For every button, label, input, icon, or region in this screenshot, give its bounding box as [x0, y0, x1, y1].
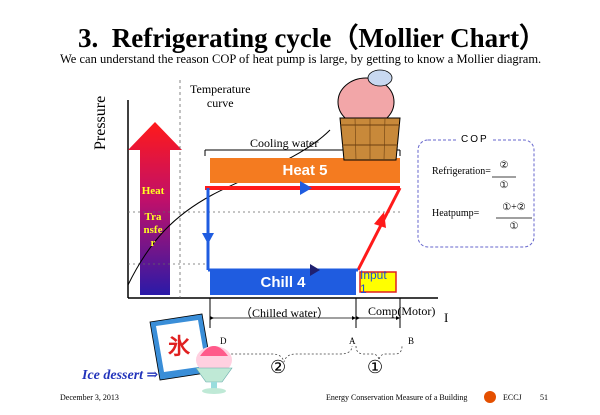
eccj-logo-icon — [484, 391, 496, 403]
heat-box-label: Heat 5 — [282, 162, 328, 179]
temperature-curve — [127, 129, 331, 286]
segment-label-one: ① — [367, 357, 384, 377]
footer-date: December 3, 2013 — [60, 393, 119, 402]
heat-transfer-line: Heat — [141, 185, 165, 197]
heat-transfer-line: Tra — [144, 211, 162, 223]
input-box-label: Input 1 — [360, 268, 387, 296]
temperature-curve-label: Temperature curve — [190, 82, 250, 110]
point-label-a: A — [349, 336, 356, 346]
cooling-water-label: Cooling water — [250, 136, 319, 150]
cop-refrigeration-denominator: ① — [499, 180, 509, 191]
point-label-b: B — [408, 336, 415, 346]
chill-box — [210, 270, 356, 295]
cop-refrigeration-numerator: ② — [499, 160, 509, 171]
segment-label-two: ② — [270, 357, 287, 377]
ice-dessert-text: Ice dessert — [82, 368, 144, 383]
slide-title: 3. Refrigerating cycle（Mollier Chart） — [78, 23, 547, 53]
bathing-man-icon — [337, 69, 401, 161]
comp-motor-label: Comp(Motor) — [368, 304, 436, 318]
heat-transfer-label: Heat Tra nsfe r — [138, 185, 168, 250]
footer-title: Energy Conservation Measure of a Buildin… — [326, 393, 468, 402]
slide-subtitle: We can understand the reason COP of heat… — [60, 52, 542, 66]
point-label-d: D — [220, 336, 227, 346]
x-axis-letter: I — [444, 310, 449, 325]
cycle-direction-arrow — [202, 233, 214, 244]
chilled-water-label: （Chilled water） — [240, 306, 329, 320]
shaved-ice-icon — [195, 346, 233, 394]
cop-title: COP — [458, 134, 492, 145]
ice-flag-icon: 氷 — [149, 313, 213, 381]
heat-box — [210, 158, 400, 183]
heat-transfer-line: nsfe — [143, 224, 163, 236]
svg-text:氷: 氷 — [168, 334, 191, 359]
y-axis-label: Pressure — [92, 95, 109, 150]
chill-box-label: Chill 4 — [260, 274, 306, 291]
ice-dessert-arrow-icon: ⇒ — [146, 368, 159, 383]
footer-page-number: 51 — [540, 393, 548, 402]
temperature-curve-label-line1: Temperature — [190, 82, 251, 96]
cycle-direction-arrow — [300, 181, 312, 195]
temperature-curve-label-line2: curve — [206, 96, 234, 110]
heat-transfer-arrow — [128, 122, 182, 295]
heat-transfer-line: r — [150, 237, 156, 249]
cycle-direction-arrow — [374, 212, 386, 228]
input-box — [359, 271, 397, 293]
cop-refrigeration-label: Refrigeration= — [432, 166, 491, 177]
cop-heatpump-denominator: ① — [509, 221, 519, 232]
cycle-direction-arrow — [310, 264, 320, 276]
cop-heatpump-numerator: ①+② — [502, 202, 526, 213]
cop-heatpump-label: Heatpump= — [432, 208, 480, 219]
brace-one — [355, 345, 403, 361]
cycle-compression-line — [356, 187, 402, 271]
ice-dessert-label: Ice dessert ⇒ — [82, 367, 158, 384]
footer-org: ECCJ — [503, 393, 522, 402]
heat-transfer-line — [138, 198, 168, 211]
